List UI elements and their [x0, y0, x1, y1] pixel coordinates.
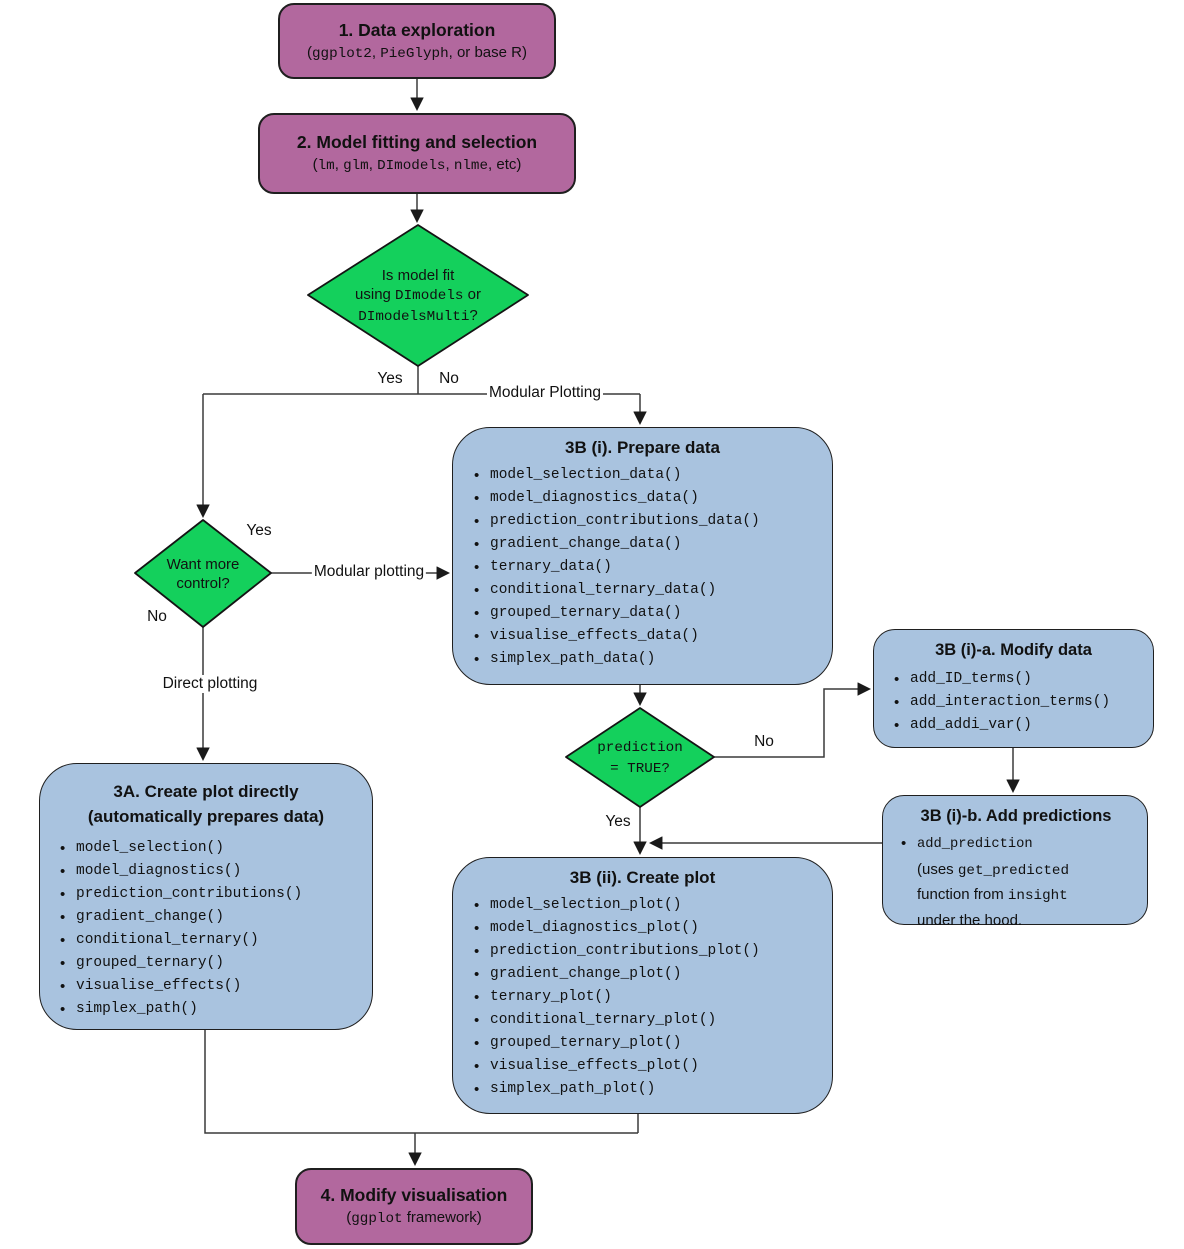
- node-title: 3B (i)-b. Add predictions: [920, 807, 1112, 825]
- node-title: 1. Data exploration: [338, 19, 496, 40]
- function-list: model_selection()model_diagnostics()pred…: [58, 837, 372, 1021]
- function-item: add_addi_var(): [892, 714, 1153, 737]
- decision-prediction-label: prediction= TRUE?: [597, 740, 683, 777]
- function-item: prediction_contributions_plot(): [472, 940, 832, 963]
- node-title-line2: (automatically prepares data): [87, 807, 325, 826]
- function-item: visualise_effects_plot(): [472, 1055, 832, 1078]
- function-item: ternary_plot(): [472, 986, 832, 1009]
- function-item: conditional_ternary(): [58, 929, 372, 952]
- function-list: add_prediction: [899, 832, 1147, 858]
- function-item: gradient_change_plot(): [472, 963, 832, 986]
- edge-label-yes-3: Yes: [605, 813, 631, 830]
- function-list: add_ID_terms()add_interaction_terms()add…: [892, 668, 1153, 737]
- function-list: model_selection_data()model_diagnostics_…: [472, 464, 832, 671]
- function-item: ternary_data(): [472, 556, 832, 579]
- node-title: 3B (i)-a. Modify data: [935, 641, 1092, 659]
- function-item: add_ID_terms(): [892, 668, 1153, 691]
- node-subtitle: (ggplot2, PieGlyph, or base R): [306, 43, 527, 62]
- function-item: grouped_ternary_plot(): [472, 1032, 832, 1055]
- function-item: model_selection(): [58, 837, 372, 860]
- node-modify-data: 3B (i)-a. Modify data add_ID_terms()add_…: [873, 629, 1154, 748]
- node-title: 3A. Create plot directly (automatically …: [58, 779, 372, 829]
- node-subtitle: (lm, glm, DImodels, nlme, etc): [312, 156, 522, 174]
- function-item: grouped_ternary_data(): [472, 602, 832, 625]
- node-prepare-data: 3B (i). Prepare data model_selection_dat…: [452, 427, 833, 685]
- function-item: add_interaction_terms(): [892, 691, 1153, 714]
- function-item: gradient_change_data(): [472, 533, 832, 556]
- decision-prediction-shape: [565, 707, 715, 808]
- function-item: model_diagnostics_plot(): [472, 917, 832, 940]
- function-item: model_diagnostics(): [58, 860, 372, 883]
- node-create-plot-directly: 3A. Create plot directly (automatically …: [39, 763, 373, 1030]
- node-title: 4. Modify visualisation: [320, 1185, 508, 1205]
- function-item: add_prediction: [899, 832, 1147, 858]
- edge-label-modular-plotting-top: Modular Plotting: [486, 384, 604, 402]
- node-modify-visualisation: 4. Modify visualisation (ggplot framewor…: [295, 1168, 533, 1245]
- function-item: simplex_path_data(): [472, 648, 832, 671]
- decision-want-control-shape: [134, 519, 272, 628]
- node-title: 3B (i). Prepare data: [565, 438, 720, 457]
- node-data-exploration: 1. Data exploration (ggplot2, PieGlyph, …: [278, 3, 556, 79]
- function-item: prediction_contributions(): [58, 883, 372, 906]
- node-title: 3B (ii). Create plot: [569, 868, 716, 887]
- function-item: simplex_path(): [58, 998, 372, 1021]
- function-item: conditional_ternary_data(): [472, 579, 832, 602]
- node-title-line1: 3A. Create plot directly: [113, 782, 299, 801]
- edge-label-no-2: No: [147, 608, 167, 625]
- function-item: model_selection_plot(): [472, 894, 832, 917]
- node-model-fitting: 2. Model fitting and selection (lm, glm,…: [258, 113, 576, 194]
- edge-label-modular-plotting-side: Modular plotting: [311, 563, 427, 581]
- function-item: grouped_ternary(): [58, 952, 372, 975]
- function-item: visualise_effects(): [58, 975, 372, 998]
- edge-label-direct-plotting: Direct plotting: [160, 675, 260, 693]
- function-item: visualise_effects_data(): [472, 625, 832, 648]
- edge-label-no-1: No: [439, 370, 459, 387]
- function-item: conditional_ternary_plot(): [472, 1009, 832, 1032]
- function-list: model_selection_plot()model_diagnostics_…: [472, 894, 832, 1101]
- edge-label-no-3: No: [754, 733, 774, 750]
- decision-dimodels-shape: [307, 224, 529, 367]
- edge-label-yes-2: Yes: [246, 522, 272, 539]
- edge-label-yes-1: Yes: [377, 370, 403, 387]
- function-item: simplex_path_plot(): [472, 1078, 832, 1101]
- function-item: gradient_change(): [58, 906, 372, 929]
- node-subtitle: (ggplot framework): [346, 1209, 482, 1227]
- function-item: model_selection_data(): [472, 464, 832, 487]
- function-item: prediction_contributions_data(): [472, 510, 832, 533]
- node-title: 2. Model fitting and selection: [296, 132, 538, 152]
- node-create-plot: 3B (ii). Create plot model_selection_plo…: [452, 857, 833, 1114]
- node-add-predictions: 3B (i)-b. Add predictions add_prediction…: [882, 795, 1148, 929]
- function-item: model_diagnostics_data(): [472, 487, 832, 510]
